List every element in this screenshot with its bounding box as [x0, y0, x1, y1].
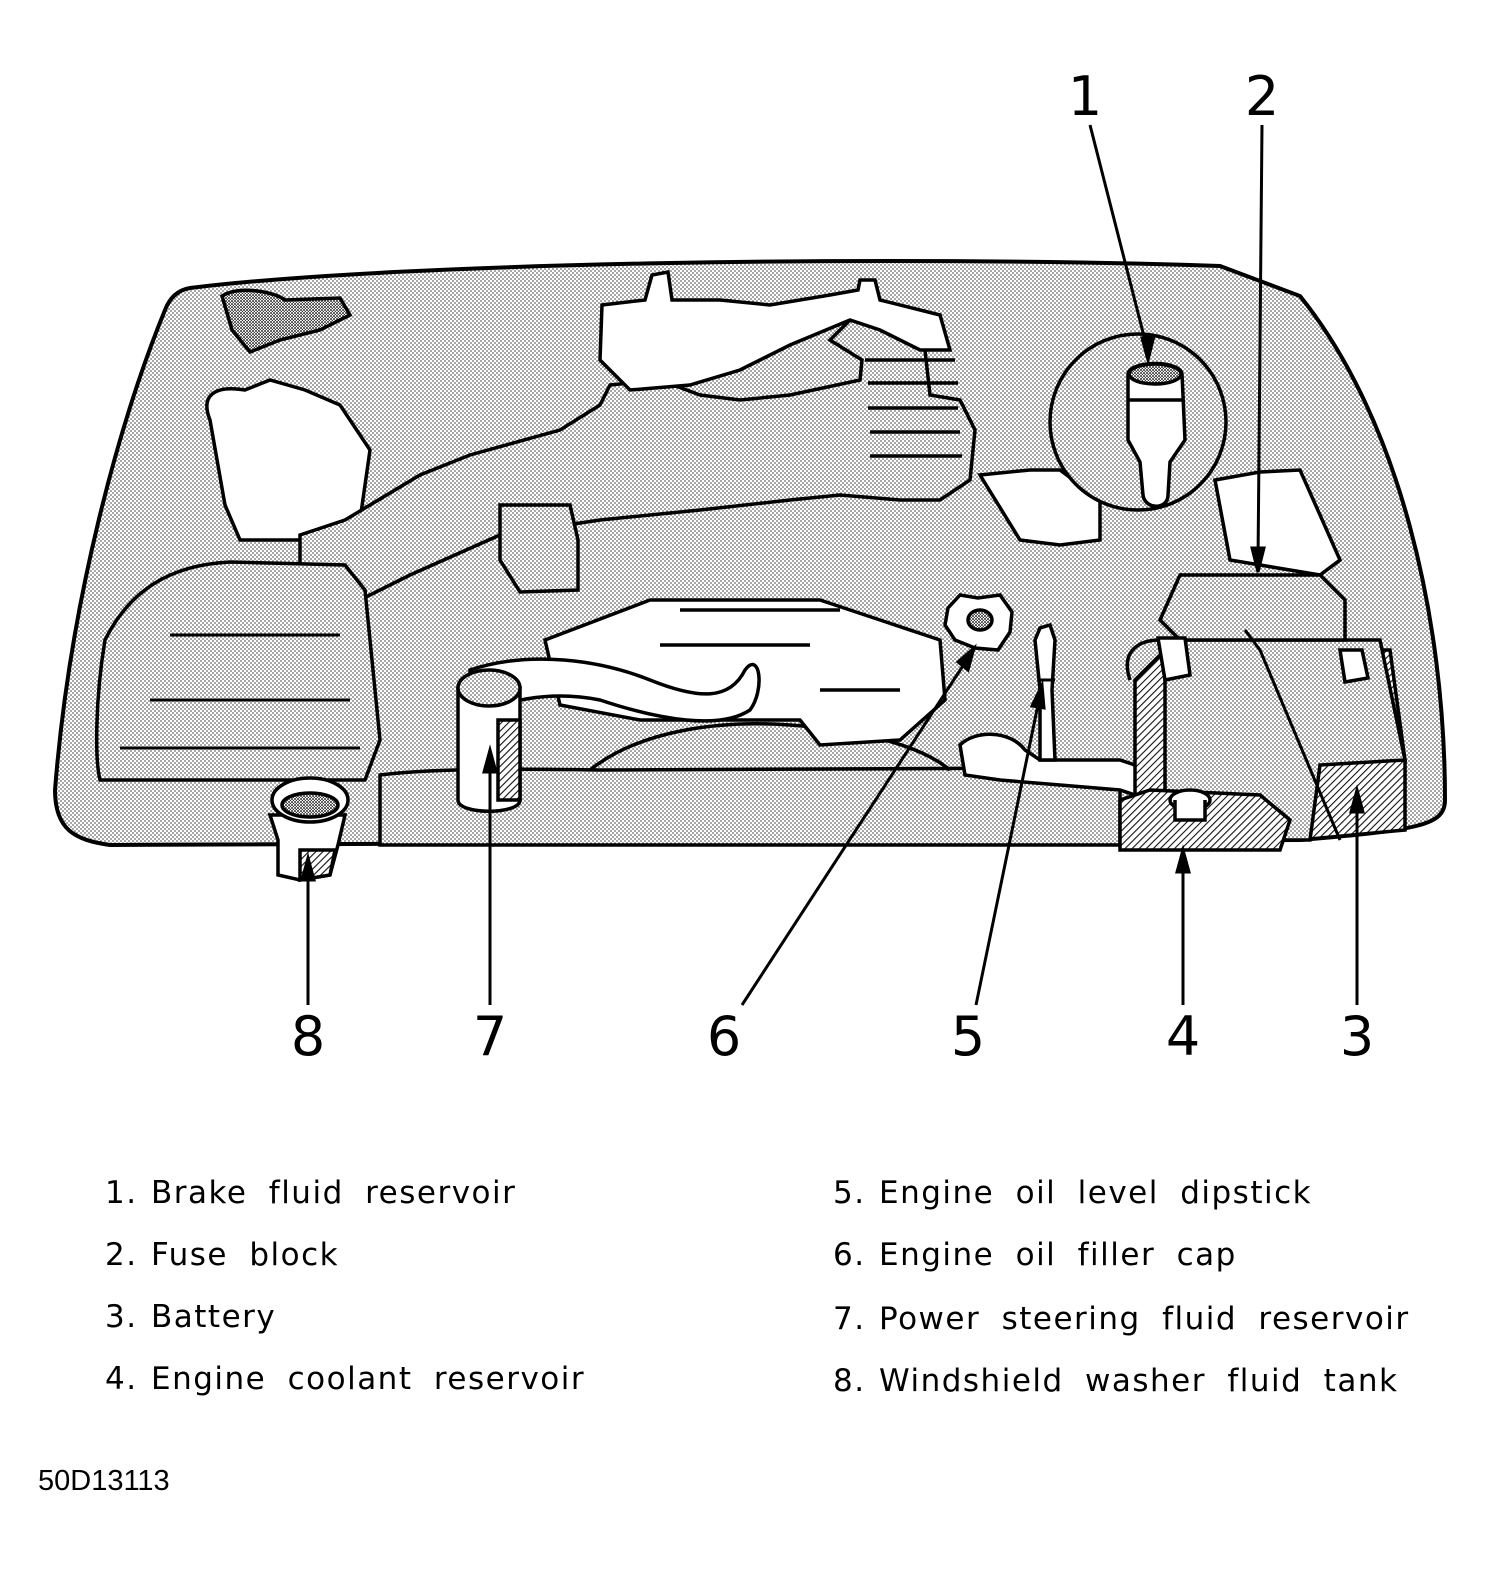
leader-line-5: [974, 694, 1042, 1006]
legend-item-5: 5. Engine oil level dipstick: [833, 1175, 1312, 1211]
battery-and-fuse-block: [1125, 573, 1408, 842]
legend-number: 4.: [105, 1361, 138, 1397]
legend-item-6: 6. Engine oil filler cap: [833, 1237, 1237, 1273]
legend-item-2: 2. Fuse block: [105, 1237, 339, 1273]
legend-number: 6.: [833, 1237, 866, 1273]
legend-item-8: 8. Windshield washer fluid tank: [833, 1363, 1398, 1399]
legend-number: 3.: [105, 1299, 138, 1335]
legend-label: Engine coolant reservoir: [151, 1361, 586, 1397]
upper-left-component: [219, 288, 353, 355]
left-air-cleaner: [94, 560, 382, 782]
engine-oil-filler-cap: [943, 593, 1014, 652]
right-engine-side: [977, 468, 1102, 547]
throttle-body: [598, 269, 953, 392]
battery-terminal-left: [1155, 636, 1192, 683]
legend-label: Engine oil level dipstick: [879, 1175, 1313, 1211]
center-module: [498, 503, 580, 594]
legend-number: 8.: [833, 1363, 866, 1399]
legend-label: Battery: [151, 1299, 277, 1335]
callout-8: 8: [290, 1005, 326, 1068]
callout-7: 7: [472, 1005, 508, 1068]
figure-code: 50D13113: [38, 1465, 170, 1497]
leader-lines: [300, 124, 1365, 1006]
engine-coolant-reservoir: [1118, 788, 1293, 852]
legend-label: Engine oil filler cap: [879, 1237, 1237, 1273]
legend-item-3: 3. Battery: [105, 1299, 276, 1335]
legend-number: 7.: [833, 1301, 866, 1337]
fuse-block: [1157, 573, 1347, 642]
callout-2: 2: [1244, 65, 1280, 128]
legend-label: Fuse block: [151, 1237, 340, 1273]
radiator-fan-arc: [588, 722, 952, 772]
callout-5: 5: [950, 1005, 986, 1068]
engine-compartment-diagram: [52, 124, 1448, 1006]
legend-number: 1.: [105, 1175, 138, 1211]
manifold-ribs: [865, 358, 962, 458]
leader-line-6: [740, 657, 970, 1006]
legend-label: Windshield washer fluid tank: [879, 1363, 1399, 1399]
legend-label: Brake fluid reservoir: [151, 1175, 517, 1211]
engine-oil-dipstick: [1033, 622, 1057, 762]
callout-4: 4: [1165, 1005, 1201, 1068]
fuse-cable: [1243, 629, 1342, 841]
callout-3: 3: [1339, 1005, 1375, 1068]
leader-line-1: [1088, 124, 1150, 353]
engine-block-ribs: [660, 608, 900, 692]
leader-line-2: [1256, 124, 1264, 563]
callout-1: 1: [1067, 65, 1103, 128]
battery-cable: [1125, 638, 1161, 681]
legend-number: 5.: [833, 1175, 866, 1211]
lower-hose: [468, 657, 761, 724]
battery-terminal-right: [1337, 648, 1371, 685]
legend-label: Power steering fluid reservoir: [879, 1301, 1410, 1337]
legend-item-1: 1. Brake fluid reservoir: [105, 1175, 516, 1211]
legend-item-4: 4. Engine coolant reservoir: [105, 1361, 585, 1397]
callout-6: 6: [706, 1005, 742, 1068]
lower-right-hose: [958, 732, 1163, 803]
air-cleaner-inner: [120, 633, 360, 750]
legend-item-7: 7. Power steering fluid reservoir: [833, 1301, 1410, 1337]
legend-number: 2.: [105, 1237, 138, 1273]
brake-fluid-reservoir: [1048, 332, 1228, 512]
